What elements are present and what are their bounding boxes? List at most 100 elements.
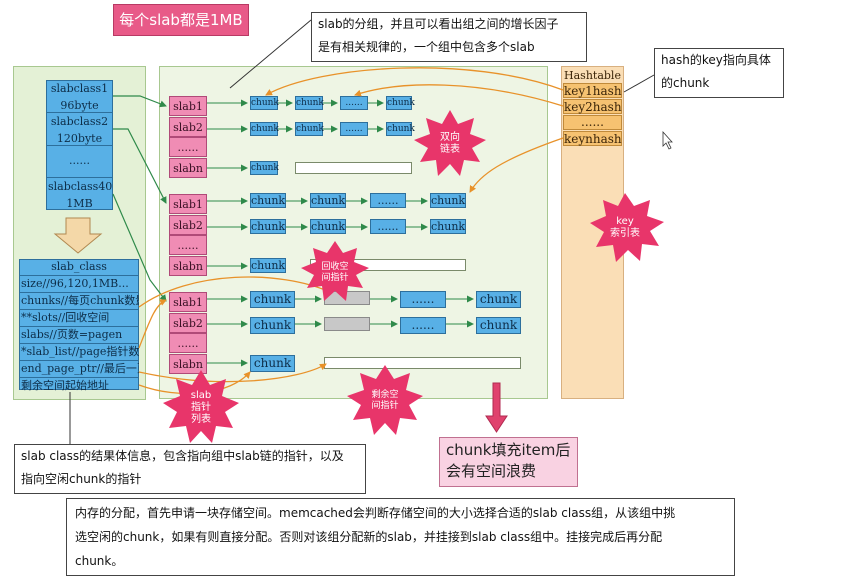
struct-row-size: size//96,120,1MB... [19,276,139,293]
hashtable-title: Hashtable [564,69,621,82]
g3-r1-chunk1: chunk [250,291,295,308]
g2-r1-chunk1: chunk [250,193,286,208]
callout-struct-line1: slab class的结果体信息，包含指向组中slab链的指针，以及 [21,449,344,463]
callout-group: slab的分组，并且可以看出组之间的增长因子 是有相关规律的，一个组中包含多个s… [311,12,587,62]
hash-keyn-to-chunk [469,137,564,193]
g1-r2-chunk1: chunk [250,122,279,136]
callout-waste-line2: 会有空间浪费 [446,462,537,480]
bottom-description-line2: 选空闲的chunk，如果有则直接分配。否则对该组分配新的slab，并挂接到sla… [75,530,663,544]
g1-r1-chunk1: chunk [250,96,279,110]
callout-group-pointer [229,19,312,89]
hash-key1-to-chunk [265,67,564,96]
burst-remaining-label: 剩余空 间指针 [371,390,399,411]
g2-r2-chunk3: chunk [430,219,466,234]
link-slabclass1-group1 [113,95,167,108]
g2-slab-dots: ...... [169,235,207,255]
burst-recycle-label: 回收空 间指针 [321,262,349,283]
burst-doubly-linked-label: 双向 链表 [440,132,460,155]
g2-r1-chunk3: chunk [430,193,466,208]
g3-r2-dots: ...... [400,317,446,334]
slabclass-2-name: slabclass2 [50,115,109,128]
g2-r1-dots: ...... [370,193,406,208]
link-slabclass40-group3 [112,193,167,302]
g1-rn-free-space [295,162,412,174]
g1-r1-chunk3: chunk [386,96,415,110]
slabclass-dots-label: ...... [69,154,90,167]
struct-slots-arrow [138,276,331,308]
callout-waste: chunk填充item后 会有空间浪费 [439,437,578,487]
g2-r1-chunk2: chunk [310,193,346,208]
g1-slab1: slab1 [169,96,207,116]
g2-slab1: slab1 [169,194,207,214]
g3-r2-grey [324,317,370,331]
bottom-description-line1: 内存的分配，首先申请一块存储空间。memcached会判断存储空间的大小选择合适… [75,506,676,520]
hash-cell-dots: ...... [563,115,622,130]
down-arrow-waste [485,382,508,433]
g2-r2-chunk1: chunk [250,219,286,234]
callout-group-line2: 是有相关规律的，一个组中包含多个slab [318,40,535,54]
slabclass-2-size: 120byte [56,132,103,145]
burst-remaining [347,365,423,435]
slabclass-dots: ...... [46,146,113,178]
g3-r1-chunk3: chunk [476,291,521,308]
burst-key-index-label: key 索引表 [610,216,640,239]
g2-rn-chunk1: chunk [250,258,286,273]
burst-slab-ptr-label: slab 指针 列表 [190,390,212,425]
hash-cell-key1: key1hash [563,83,622,98]
link-slabclass2-group2 [113,128,167,204]
g3-r1-dots: ...... [400,291,446,308]
slabclass-1-size: 96byte [60,99,99,112]
struct-row-slab-list: *slab_list//page指针数组 [19,344,139,361]
struct-row-slabs: slabs//页数=pagen [19,327,139,344]
slabclass-1: slabclass1 96byte [46,80,113,113]
g3-slab1: slab1 [169,292,207,312]
g1-slab-dots: ...... [169,137,207,157]
g2-r2-dots: ...... [370,219,406,234]
g2-r2-chunk2: chunk [310,219,346,234]
struct-slablist-arrow [138,299,167,349]
bottom-description: 内存的分配，首先申请一块存储空间。memcached会判断存储空间的大小选择合适… [66,498,735,576]
callout-struct: slab class的结果体信息，包含指向组中slab链的指针，以及 指向空闲c… [14,444,366,494]
slabclass-40: slabclass40 1MB [46,178,113,210]
slabclass-40-name: slabclass40 [48,180,113,193]
top-label [113,4,249,36]
g1-slab2: slab2 [169,117,207,137]
g2-slabn: slabn [169,256,207,276]
g1-slabn: slabn [169,158,207,178]
burst-doubly-linked [414,110,486,176]
top-label-text: 每个slab都是1MB [119,11,243,29]
slab-class-struct-rows: slab_class size//96,120,1MB... chunks//每… [19,259,139,394]
callout-struct-line2: 指向空闲chunk的指针 [21,472,142,486]
burst-key-index [590,193,664,262]
struct-endpage-arrow [138,363,327,383]
struct-row-remaining: 剩余空间起始地址 [21,379,109,392]
g3-rn-chunk1: chunk [250,355,295,372]
callout-hash: hash的key指向具体 的chunk [654,48,784,98]
callout-waste-line1: chunk填充item后 [446,441,571,459]
slabclass-2: slabclass2 120byte [46,113,113,146]
g3-slab-dots: ...... [169,333,207,353]
slab-area-panel [159,66,548,399]
hash-cell-key2: key2hash [563,99,622,114]
burst-slab-ptr [163,370,239,443]
struct-row-end-page: end_page_ptr//最后一页 [19,361,139,378]
g3-rn-free-space [324,357,521,369]
struct-row-chunks: chunks//每页chunk数量 [19,293,139,310]
callout-hash-line1: hash的key指向具体 [661,53,771,67]
slab-class-struct [19,259,139,390]
g1-r2-dots: ...... [340,122,368,136]
g3-slab2: slab2 [169,313,207,333]
slabclass-40-size: 1MB [66,197,93,210]
down-arrow-struct [53,217,103,254]
g1-r2-chunk2: chunk [295,122,324,136]
callout-hash-line2: 的chunk [661,76,710,90]
slabclass-1-name: slabclass1 [50,82,109,95]
callout-group-line1: slab的分组，并且可以看出组之间的增长因子 [318,17,559,31]
g2-slab2: slab2 [169,215,207,235]
hash-key2-to-chunk [354,84,564,107]
g3-r2-chunk1: chunk [250,317,295,334]
g1-rn-chunk1: chunk [250,161,279,175]
hash-cell-keyn: keynhash [563,131,622,146]
g3-slabn: slabn [169,354,207,374]
